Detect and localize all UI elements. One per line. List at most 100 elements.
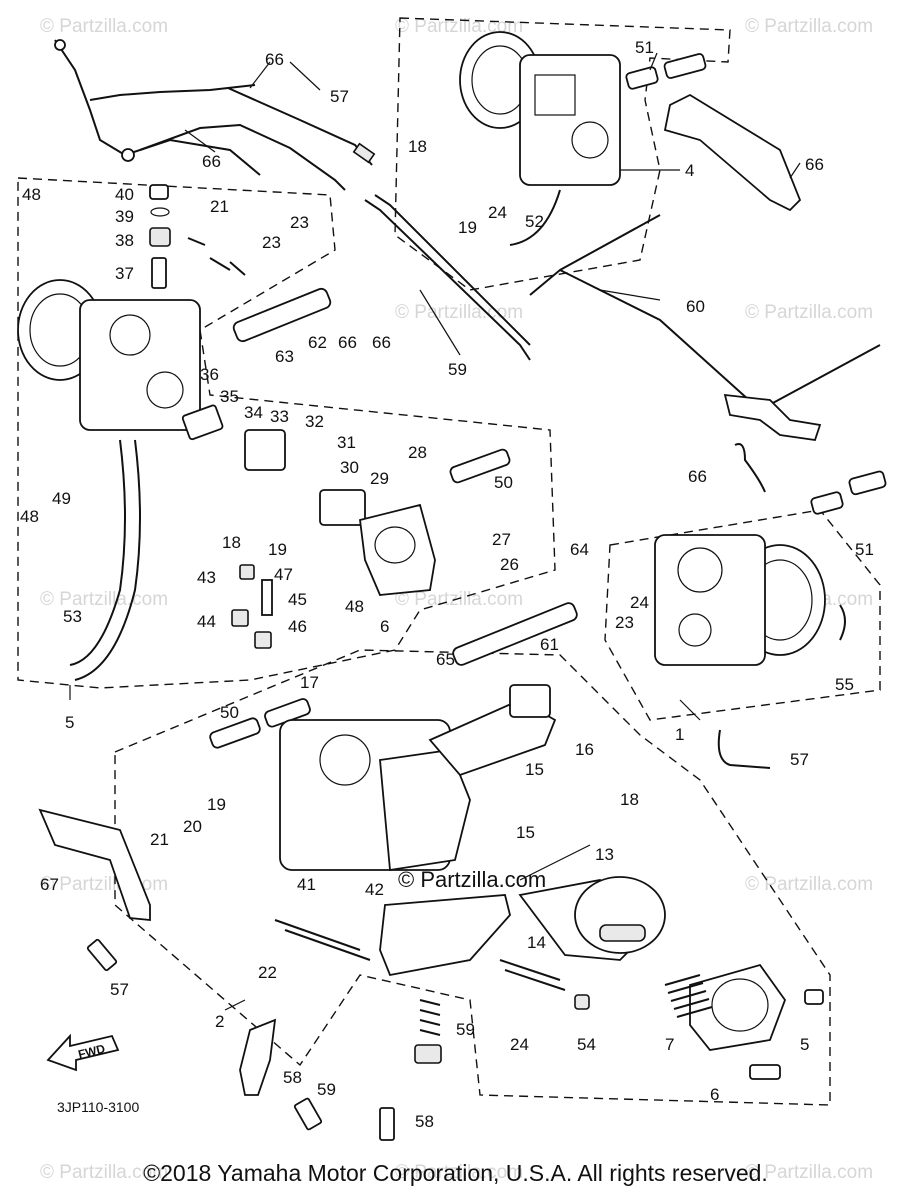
watermark: © Partzilla.com	[40, 874, 168, 895]
spring-22	[499, 959, 566, 991]
cover-47	[359, 503, 436, 596]
part-43	[231, 609, 249, 627]
part-28	[319, 489, 366, 526]
callout-66: 66	[338, 333, 357, 352]
callout-68: 66	[265, 50, 284, 69]
callout-15: 18	[408, 137, 427, 156]
callout-47: 48	[345, 597, 364, 616]
carb-2-bore	[319, 734, 371, 786]
watermark: © Partzilla.com	[40, 1162, 168, 1183]
lever-32	[244, 429, 286, 471]
callout-23: 23	[290, 213, 309, 232]
cover-7-inner	[711, 978, 769, 1032]
callout-14: 17	[300, 673, 319, 692]
part-60	[239, 1018, 277, 1096]
carb-1-bore	[677, 547, 723, 593]
part-45	[254, 631, 272, 649]
callout-54: 54	[577, 1035, 596, 1054]
carb-3-body	[519, 54, 621, 186]
part-35	[181, 404, 224, 441]
watermark: © Partzilla.com	[40, 16, 168, 37]
callout-31: 32	[305, 412, 324, 431]
callout-62: 59	[448, 360, 467, 379]
throttle-link-63	[529, 214, 881, 412]
callout-35: 36	[200, 365, 219, 384]
watermark: © Partzilla.com	[745, 874, 873, 895]
tube-51	[848, 470, 887, 496]
callout-12: 15	[525, 760, 544, 779]
callout-7: 7	[665, 1035, 674, 1054]
callout-55: 55	[835, 675, 854, 694]
valve-36	[151, 257, 167, 289]
callout-39: 40	[115, 185, 134, 204]
leader-63	[599, 289, 661, 301]
callout-44: 45	[288, 590, 307, 609]
spring-7	[664, 974, 713, 1018]
part-54	[574, 994, 590, 1010]
callout-57b: 58	[415, 1112, 434, 1131]
hose-fitting	[54, 39, 66, 51]
tube-51	[810, 491, 844, 515]
callout-27: 28	[408, 443, 427, 462]
tube-50	[209, 717, 261, 749]
screw-5	[804, 989, 824, 1005]
fuel-hoses	[54, 39, 376, 191]
screw-61	[293, 1097, 323, 1131]
callout-57: 57	[110, 980, 129, 999]
callout-16: 19	[458, 218, 477, 237]
callout-15b: 18	[620, 790, 639, 809]
callout-6b: 6	[710, 1085, 719, 1104]
diagram-code: 3JP110-3100	[57, 1099, 139, 1115]
link-rod-62	[364, 199, 531, 361]
callout-53: 53	[63, 607, 82, 626]
leader-lines	[69, 52, 801, 1011]
leader-1	[679, 699, 701, 721]
carb-3-bowl	[571, 121, 609, 159]
callout-6: 6	[380, 617, 389, 636]
drain-hose-53	[69, 439, 126, 666]
boundary-carb-2	[114, 649, 831, 1106]
callout-51: 51	[635, 38, 654, 57]
callout-34: 35	[220, 387, 239, 406]
callout-33: 34	[244, 403, 263, 422]
cover-7	[689, 963, 787, 1051]
callout-24c: 24	[630, 593, 649, 612]
watermark: © Partzilla.com	[745, 1162, 873, 1183]
leader-69	[184, 129, 216, 153]
boundary-carb-3	[394, 17, 731, 291]
callout-45: 46	[288, 617, 307, 636]
part-58	[717, 729, 771, 769]
spring-67	[734, 443, 766, 493]
leader-70	[789, 162, 801, 179]
leader-68	[249, 61, 321, 91]
callout-70b: 67	[40, 875, 59, 894]
leader-2	[224, 999, 246, 1011]
callout-43: 44	[197, 612, 216, 631]
boundary-carb-4	[17, 177, 556, 689]
callout-26: 27	[492, 530, 511, 549]
callout-38: 39	[115, 207, 134, 226]
part-59-cap	[414, 1044, 442, 1064]
callout-1: 1	[675, 725, 684, 744]
part-44	[261, 579, 273, 616]
carb-2-chamber	[379, 749, 471, 872]
callout-18: 18	[222, 533, 241, 552]
carb-3-detail	[534, 74, 576, 116]
hose-68-end	[227, 87, 373, 166]
leader-8	[519, 844, 591, 881]
watermark: © Partzilla.com	[395, 1162, 523, 1183]
screws-21	[187, 237, 246, 276]
hose-68	[89, 84, 256, 101]
spring-59	[419, 999, 441, 1036]
callout-52: 52	[525, 212, 544, 231]
mid-parts	[181, 404, 436, 649]
link-rod-62b	[374, 194, 531, 346]
watermark: © Partzilla.com	[395, 589, 523, 610]
copyright-notice: ©2018 Yamaha Motor Corporation, U.S.A. A…	[143, 1160, 768, 1186]
hose-fitting	[121, 148, 135, 162]
watermark: © Partzilla.com	[40, 589, 168, 610]
callout-24b: 23	[262, 233, 281, 252]
callout-19b: 21	[150, 830, 169, 849]
oring-38	[150, 207, 170, 217]
